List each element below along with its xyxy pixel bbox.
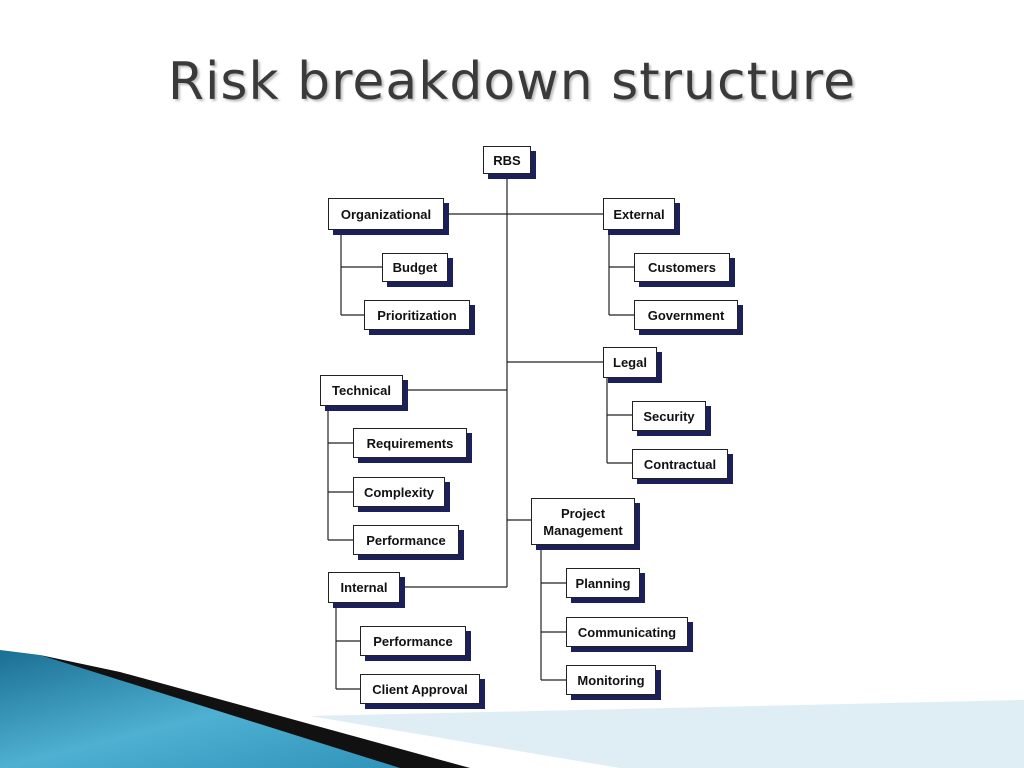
planning-node: Planning — [566, 568, 640, 598]
project-management-node: Project Management — [531, 498, 635, 545]
requirements-node: Requirements — [353, 428, 467, 458]
monitoring-node: Monitoring — [566, 665, 656, 695]
contractual-node: Contractual — [632, 449, 728, 479]
client-approval-node: Client Approval — [360, 674, 480, 704]
technical-node: Technical — [320, 375, 403, 406]
prioritization-node: Prioritization — [364, 300, 470, 330]
communicating-node: Communicating — [566, 617, 688, 647]
page-title: Risk breakdown structure — [167, 52, 857, 112]
external-node: External — [603, 198, 675, 230]
performance-technical-node: Performance — [353, 525, 459, 555]
internal-node: Internal — [328, 572, 400, 603]
customers-node: Customers — [634, 253, 730, 282]
complexity-node: Complexity — [353, 477, 445, 507]
budget-node: Budget — [382, 253, 448, 282]
security-node: Security — [632, 401, 706, 431]
performance-internal-node: Performance — [360, 626, 466, 656]
rbs-root-node: RBS — [483, 146, 531, 174]
organizational-node: Organizational — [328, 198, 444, 230]
government-node: Government — [634, 300, 738, 330]
legal-node: Legal — [603, 347, 657, 378]
